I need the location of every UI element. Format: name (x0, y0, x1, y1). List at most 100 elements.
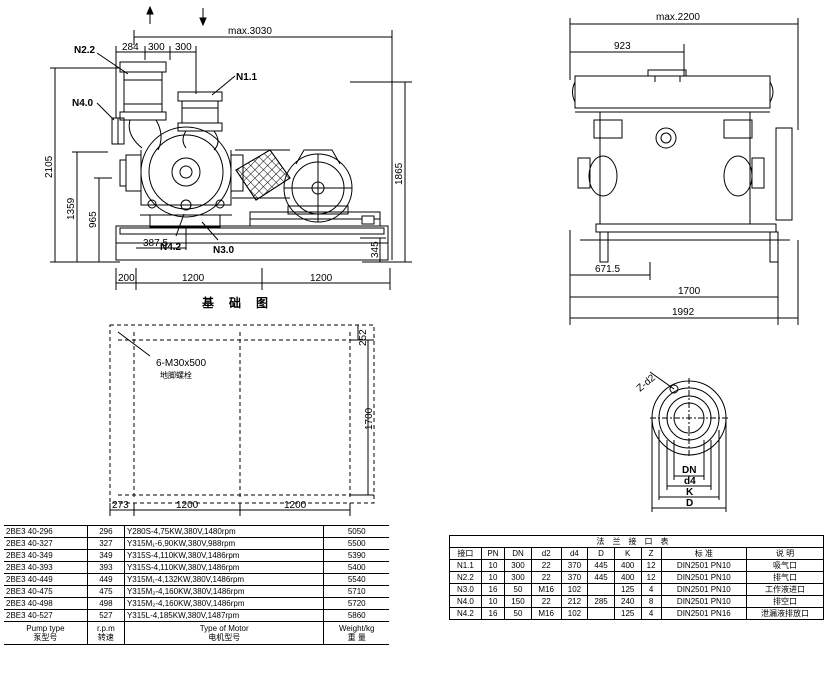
weight-cell: 5540 (323, 573, 389, 586)
dim-2105: 2105 (44, 155, 55, 178)
cell: 300 (504, 571, 532, 584)
foundation-bolt-sub: 地脚螺栓 (160, 370, 192, 380)
cell (587, 583, 615, 596)
dim-284: 284 (122, 42, 139, 53)
side-view-labels: max.2200 923 671.5 1700 1992 (595, 12, 701, 318)
dim-671-5: 671.5 (595, 264, 620, 275)
dim-max-width: max.2200 (656, 12, 700, 23)
cell: 150 (504, 595, 532, 608)
motor-cell: Y315M₂-4,160KW,380V,1486rpm (124, 597, 325, 610)
weight-cell: 5390 (323, 549, 389, 562)
pump-type-cell: 2BE3 40-296 (4, 525, 88, 538)
header-cell: 标 准 (660, 547, 748, 560)
dim-300-a: 300 (148, 42, 165, 53)
cell: 10 (480, 571, 506, 584)
dim-base-1200-a: 1200 (182, 273, 205, 284)
flange-detail-labels: Z-d2 DN d4 K D (635, 372, 697, 509)
cell: 22 (530, 571, 562, 584)
header-cell: 说 明 (746, 547, 824, 560)
table-row: 2BE3 40-296 296 Y280S-4,75KW,380V,1480rp… (4, 525, 389, 538)
port-n3-0: N3.0 (213, 245, 235, 256)
table-row: 2BE3 40-527 527 Y315L-4,185KW,380V,1487r… (4, 609, 389, 622)
foundation-bolt-label: 6-M30x500 (156, 358, 206, 369)
cell: N1.1 (449, 559, 482, 572)
dim-foundation-1200-b: 1200 (284, 500, 307, 511)
dim-max-length: max.3030 (228, 26, 272, 37)
foundation-title: 基 础 图 (201, 295, 274, 310)
header-cell: PN (480, 547, 506, 560)
cell: 22 (530, 559, 562, 572)
motor-cell: Y315M₂-4,160KW,380V,1486rpm (124, 585, 325, 598)
flange-detail (649, 371, 730, 512)
pump-type-cell: 2BE3 40-349 (4, 549, 88, 562)
cell: 370 (560, 559, 589, 572)
motor-cell: Y315M₁-4,132KW,380V,1486rpm (124, 573, 325, 586)
rpm-cell: 393 (87, 561, 125, 574)
dim-foundation-273: 273 (112, 500, 129, 511)
dim-923: 923 (614, 41, 631, 52)
header-cell: d2 (530, 547, 562, 560)
cell: 50 (504, 607, 532, 620)
cell: M16 (530, 607, 562, 620)
weight-cell: 5710 (323, 585, 389, 598)
cell: 22 (530, 595, 562, 608)
table-row: 2BE3 40-475 475 Y315M₂-4,160KW,380V,1486… (4, 585, 389, 598)
cell: N3.0 (449, 583, 482, 596)
motor-cell: Y315S-4,110KW,380V,1486rpm (124, 561, 325, 574)
cell: 4 (640, 607, 662, 620)
cell: 16 (480, 583, 506, 596)
dim-300-b: 300 (175, 42, 192, 53)
cell: 泄漏液排放口 (746, 607, 824, 620)
flange-table-header: 接口 PN DN d2 d4 D K Z 标 准 说 明 (449, 547, 824, 560)
dim-1359: 1359 (66, 197, 77, 220)
motor-cell: Y280S-4,75KW,380V,1480rpm (124, 525, 325, 538)
flange-label-d: D (686, 498, 693, 509)
dim-foundation-252: 252 (358, 329, 369, 346)
table-row: 2BE3 40-327 327 Y315M₁-6,90KW,380V,988rp… (4, 537, 389, 550)
weight-cell: 5720 (323, 597, 389, 610)
cell: 240 (613, 595, 642, 608)
pump-type-cell: 2BE3 40-449 (4, 573, 88, 586)
dim-side-1700: 1700 (678, 286, 701, 297)
flange-label-d4: d4 (684, 476, 696, 487)
weight-cell: 5860 (323, 609, 389, 622)
motor-cell: Y315L-4,185KW,380V,1487rpm (124, 609, 325, 622)
pump-type-cell: 2BE3 40-527 (4, 609, 88, 622)
pump-type-cell: 2BE3 40-498 (4, 597, 88, 610)
side-view (569, 18, 799, 325)
cell: 8 (640, 595, 662, 608)
cell: 400 (613, 559, 642, 572)
cell: 排气口 (746, 571, 824, 584)
header-cell: DN (504, 547, 532, 560)
dim-387-5: 387.5 (143, 238, 168, 249)
cell: 102 (560, 607, 589, 620)
table-row: 2BE3 40-449 449 Y315M₁-4,132KW,380V,1486… (4, 573, 389, 586)
cell: M16 (530, 583, 562, 596)
foundation-labels: 基 础 图 6-M30x500 地脚螺栓 252 1700 273 1200 1… (112, 295, 375, 511)
cell: N4.0 (449, 595, 482, 608)
weight-cell: 5500 (323, 537, 389, 550)
cell: 445 (587, 559, 615, 572)
cell: 10 (480, 559, 506, 572)
cell: 370 (560, 571, 589, 584)
dim-965: 965 (88, 211, 99, 228)
dim-base-1200-b: 1200 (310, 273, 333, 284)
cell (587, 607, 615, 620)
cell: 125 (613, 583, 642, 596)
weight-cell: 5400 (323, 561, 389, 574)
dim-345: 345 (370, 241, 381, 258)
cell: DIN2501 PN10 (660, 595, 748, 608)
rpm-cell: 349 (87, 549, 125, 562)
front-view (50, 5, 412, 290)
front-view-labels: max.3030 284 300 300 2105 1359 965 1865 … (44, 26, 405, 284)
cell: 445 (587, 571, 615, 584)
pump-type-cell: 2BE3 40-327 (4, 537, 88, 550)
